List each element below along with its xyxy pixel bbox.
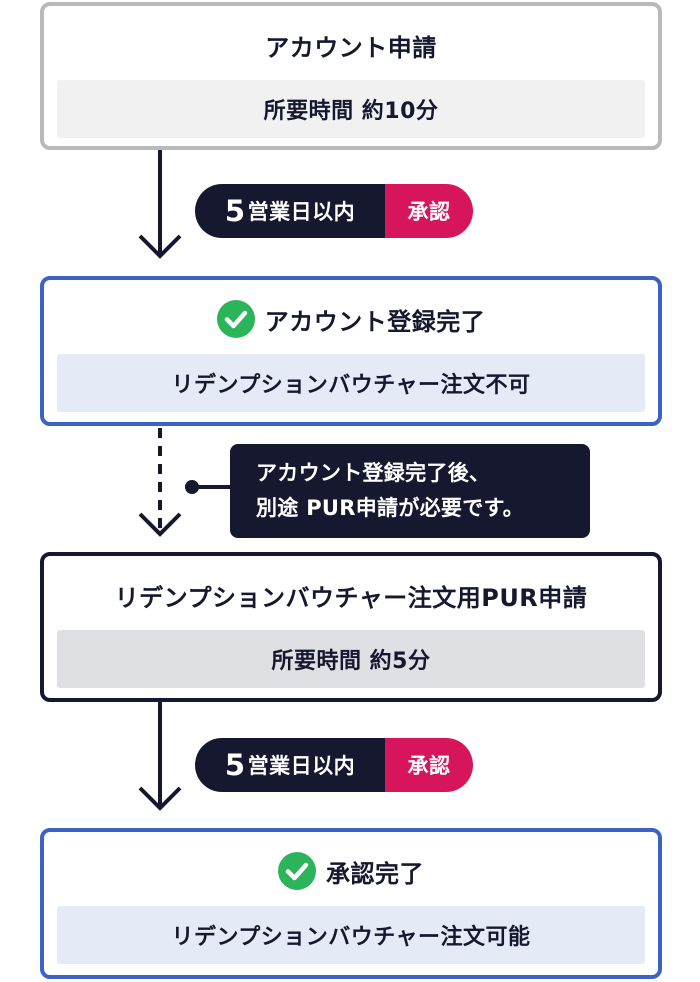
- approval-badge-1: 5 営業日以内 承認: [195, 184, 473, 238]
- step-title: 承認完了: [44, 852, 658, 890]
- note-line-2: 別途 PUR申請が必要です。: [256, 496, 525, 520]
- step-subtitle: 所要時間 約5分: [57, 630, 645, 688]
- approval-days: 5 営業日以内: [195, 738, 385, 792]
- step-card-approval-complete: 承認完了 リデンプションバウチャー注文可能: [40, 828, 662, 979]
- step-card-pur-application: リデンプションバウチャー注文用PUR申請 所要時間 約5分: [40, 552, 662, 702]
- step-title: アカウント申請: [44, 28, 658, 63]
- step-subtitle: リデンプションバウチャー注文可能: [57, 906, 645, 964]
- approval-label: 承認: [385, 184, 473, 238]
- arrow-down-icon: [138, 428, 182, 537]
- check-circle-icon: [278, 852, 316, 890]
- check-circle-icon: [216, 300, 255, 338]
- step-card-account-application: アカウント申請 所要時間 約10分: [40, 2, 662, 150]
- step-title: リデンプションバウチャー注文用PUR申請: [44, 578, 658, 613]
- approval-days-text: 営業日以内: [247, 200, 356, 224]
- dashed-arrow-connector: [130, 426, 190, 538]
- approval-days-number: 5: [224, 194, 246, 228]
- pur-note-callout: アカウント登録完了後、 別途 PUR申請が必要です。: [230, 444, 590, 538]
- step-title-text: アカウント登録完了: [264, 307, 486, 336]
- step-card-account-registered: アカウント登録完了 リデンプションバウチャー注文不可: [40, 276, 662, 426]
- arrow-connector-3: [130, 702, 190, 814]
- step-subtitle: 所要時間 約10分: [57, 80, 645, 138]
- approval-days: 5 営業日以内: [195, 184, 385, 238]
- approval-days-number: 5: [224, 748, 246, 782]
- step-subtitle: リデンプションバウチャー注文不可: [57, 354, 645, 412]
- step-title-text: アカウント申請: [265, 34, 437, 62]
- arrow-connector-1: [130, 150, 190, 262]
- arrow-down-icon: [138, 702, 182, 811]
- note-pointer-line: [198, 485, 232, 489]
- step-title: アカウント登録完了: [44, 300, 658, 338]
- step-title-text: リデンプションバウチャー注文用PUR申請: [114, 584, 588, 612]
- approval-days-text: 営業日以内: [247, 754, 356, 778]
- note-line-1: アカウント登録完了後、: [256, 461, 491, 485]
- arrow-down-icon: [138, 150, 182, 259]
- approval-label: 承認: [385, 738, 473, 792]
- note-pointer-dot: [185, 480, 199, 494]
- step-title-text: 承認完了: [326, 859, 424, 888]
- approval-badge-2: 5 営業日以内 承認: [195, 738, 473, 792]
